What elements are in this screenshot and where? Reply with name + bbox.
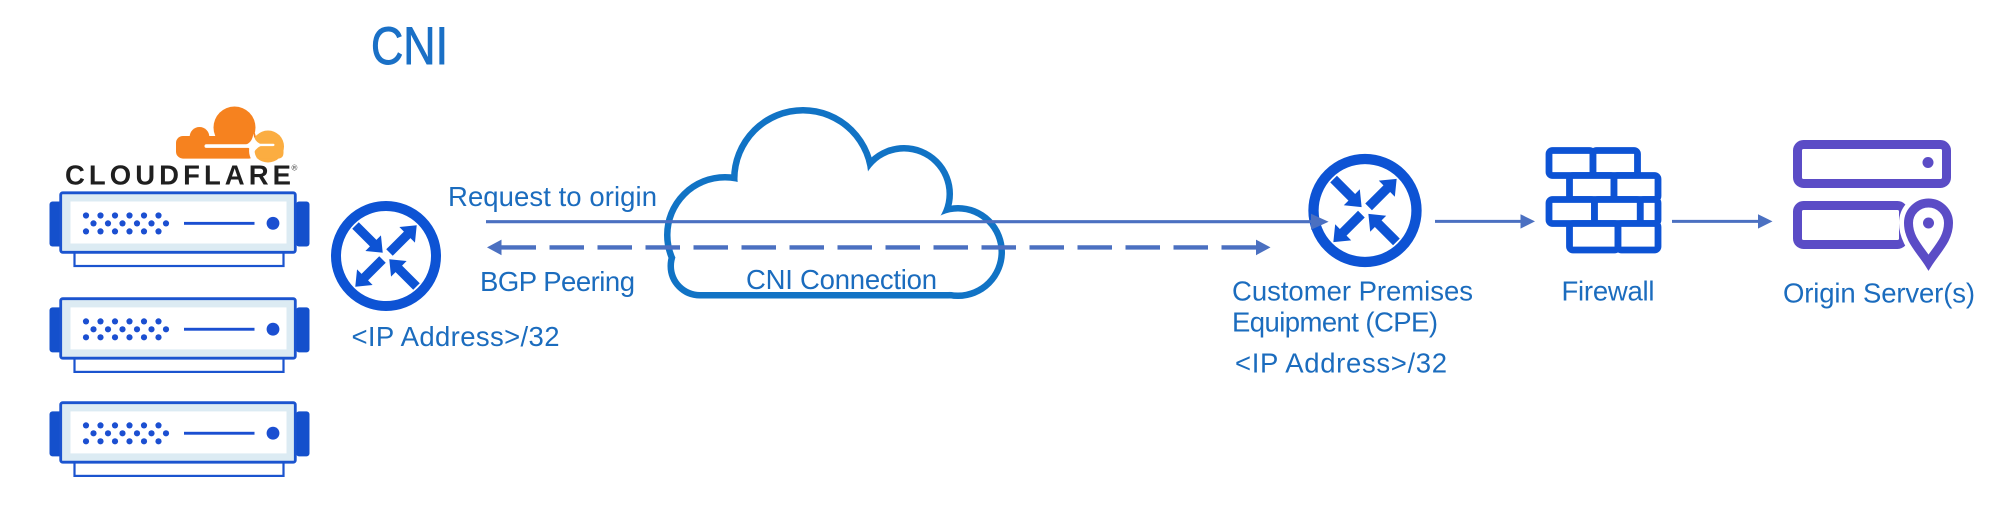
- svg-text:CLOUDFLARE: CLOUDFLARE: [65, 160, 291, 191]
- svg-text:<IP Address>/32: <IP Address>/32: [352, 321, 560, 352]
- svg-text:®: ®: [292, 164, 298, 173]
- svg-text:BGP Peering: BGP Peering: [480, 266, 635, 297]
- svg-text:Firewall: Firewall: [1562, 276, 1655, 307]
- svg-text:CNI Connection: CNI Connection: [746, 264, 937, 295]
- svg-text:Origin Server(s): Origin Server(s): [1783, 278, 1975, 309]
- svg-text:<IP Address>/32: <IP Address>/32: [1235, 348, 1447, 379]
- svg-text:Request to origin: Request to origin: [448, 181, 657, 212]
- svg-text:CNI: CNI: [371, 17, 448, 76]
- svg-text:Equipment (CPE): Equipment (CPE): [1232, 307, 1438, 338]
- svg-text:Customer Premises: Customer Premises: [1232, 276, 1473, 307]
